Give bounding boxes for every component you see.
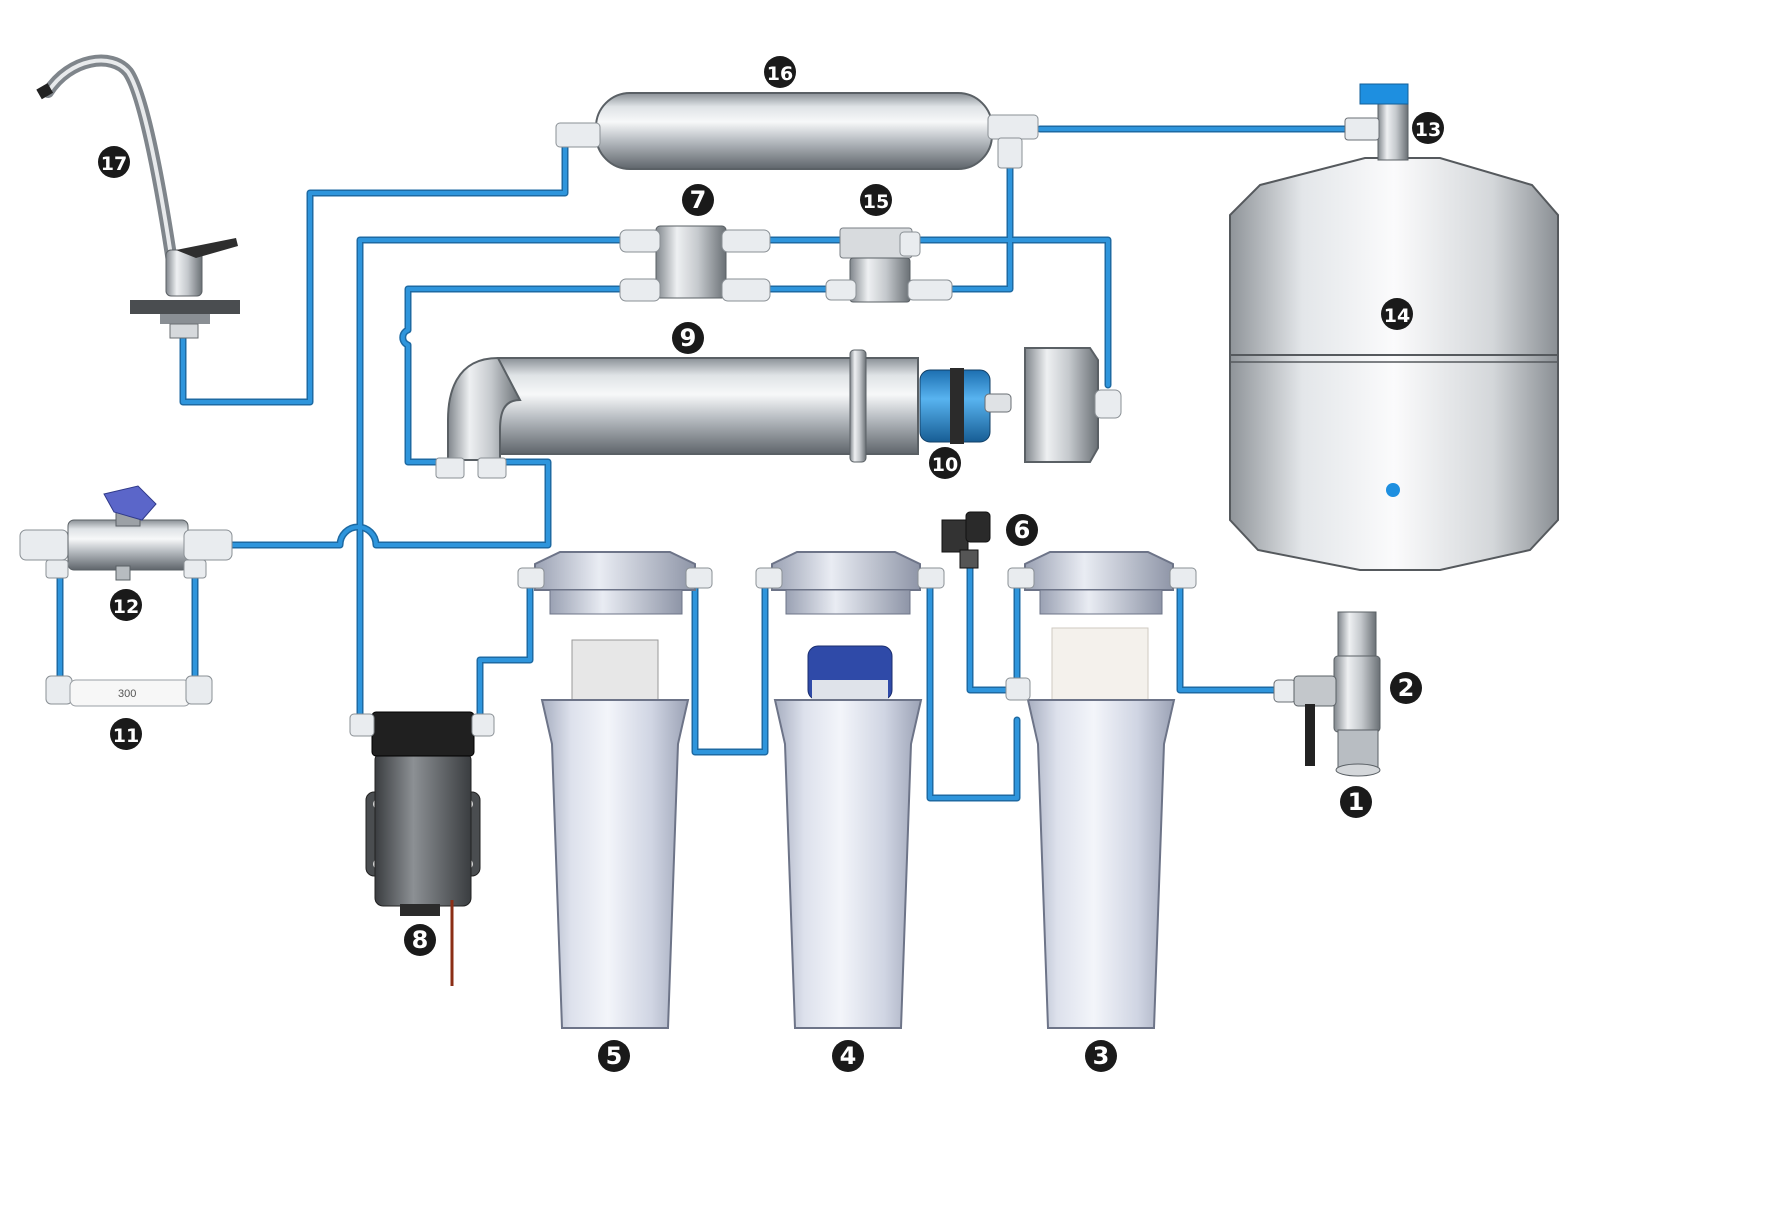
badge-10-text: 10 <box>932 454 958 476</box>
badge-5-text: 5 <box>606 1042 623 1070</box>
inlet-shutoff-valve <box>19 485 233 581</box>
flow-restrictor: 300 <box>45 675 213 707</box>
badge-16-text: 16 <box>767 63 793 85</box>
pressure-switch <box>941 511 991 569</box>
badge-8: 8 <box>404 924 436 956</box>
badge-15-text: 15 <box>863 191 889 213</box>
badge-14-text: 14 <box>1384 305 1410 327</box>
badge-6-text: 6 <box>1014 516 1031 544</box>
faucet <box>36 54 240 339</box>
tube-15-to-postfilter <box>948 161 1014 293</box>
badge-2: 2 <box>1390 672 1422 704</box>
water-tubing <box>56 125 1349 802</box>
badge-13: 13 <box>1412 112 1444 144</box>
tank-body <box>1229 157 1559 571</box>
booster-pump <box>349 711 495 986</box>
filter-housing-3 <box>1005 551 1197 1029</box>
badge-9: 9 <box>672 322 704 354</box>
badge-17-text: 17 <box>101 153 127 175</box>
flow-restrictor-rating: 300 <box>118 688 136 700</box>
faucet-tip <box>36 83 54 100</box>
badge-4: 4 <box>832 1040 864 1072</box>
callout-badges: 1 2 3 4 5 6 7 8 9 10 11 12 13 14 15 16 1… <box>98 56 1444 1072</box>
badge-1: 1 <box>1340 786 1372 818</box>
badge-12-text: 12 <box>113 596 139 618</box>
pump-head <box>371 711 475 757</box>
tube-housing-4-to-5 <box>691 574 769 756</box>
membrane-elbow <box>447 356 522 461</box>
tube-housing-5-to-pump <box>476 574 534 722</box>
feed-water-valve <box>1273 611 1381 777</box>
badge-5: 5 <box>598 1040 630 1072</box>
badge-6: 6 <box>1006 514 1038 546</box>
post-carbon-filter <box>555 92 1039 170</box>
badge-12: 12 <box>110 589 142 621</box>
tank-indicator-dot <box>1386 483 1400 497</box>
tank-valve-cap <box>1359 83 1409 105</box>
check-valve <box>825 227 953 303</box>
badge-10: 10 <box>929 447 961 479</box>
badge-14: 14 <box>1381 298 1413 330</box>
cartridge-sediment <box>1051 627 1149 701</box>
cartridge-carbon-block <box>571 639 659 701</box>
faucet-lever <box>176 238 238 258</box>
badge-11: 11 <box>110 718 142 750</box>
badge-2-text: 2 <box>1398 674 1415 702</box>
membrane-cap <box>1024 347 1099 463</box>
tube-tap-to-housing-3 <box>1176 574 1282 694</box>
badge-4-text: 4 <box>840 1042 857 1070</box>
badge-8-text: 8 <box>412 926 429 954</box>
badge-16: 16 <box>764 56 796 88</box>
filter-housing-5 <box>517 551 713 1029</box>
storage-tank <box>1229 83 1559 571</box>
badge-7: 7 <box>682 184 714 216</box>
hydraulic-shutoff-valve <box>619 225 771 302</box>
membrane-housing <box>435 347 1122 479</box>
badge-11-text: 11 <box>113 725 139 747</box>
badge-3-text: 3 <box>1093 1042 1110 1070</box>
badge-9-text: 9 <box>680 324 697 352</box>
faucet-base-plate <box>130 300 240 314</box>
badge-7-text: 7 <box>690 186 707 214</box>
filter-housing-4 <box>755 551 945 1029</box>
badge-3: 3 <box>1085 1040 1117 1072</box>
shutoff-handle <box>103 485 157 521</box>
feed-valve-handle <box>1305 704 1315 766</box>
badge-17: 17 <box>98 146 130 178</box>
tank-valve-stem <box>1377 99 1409 161</box>
badge-13-text: 13 <box>1415 119 1441 141</box>
badge-1-text: 1 <box>1348 788 1365 816</box>
badge-15: 15 <box>860 184 892 216</box>
